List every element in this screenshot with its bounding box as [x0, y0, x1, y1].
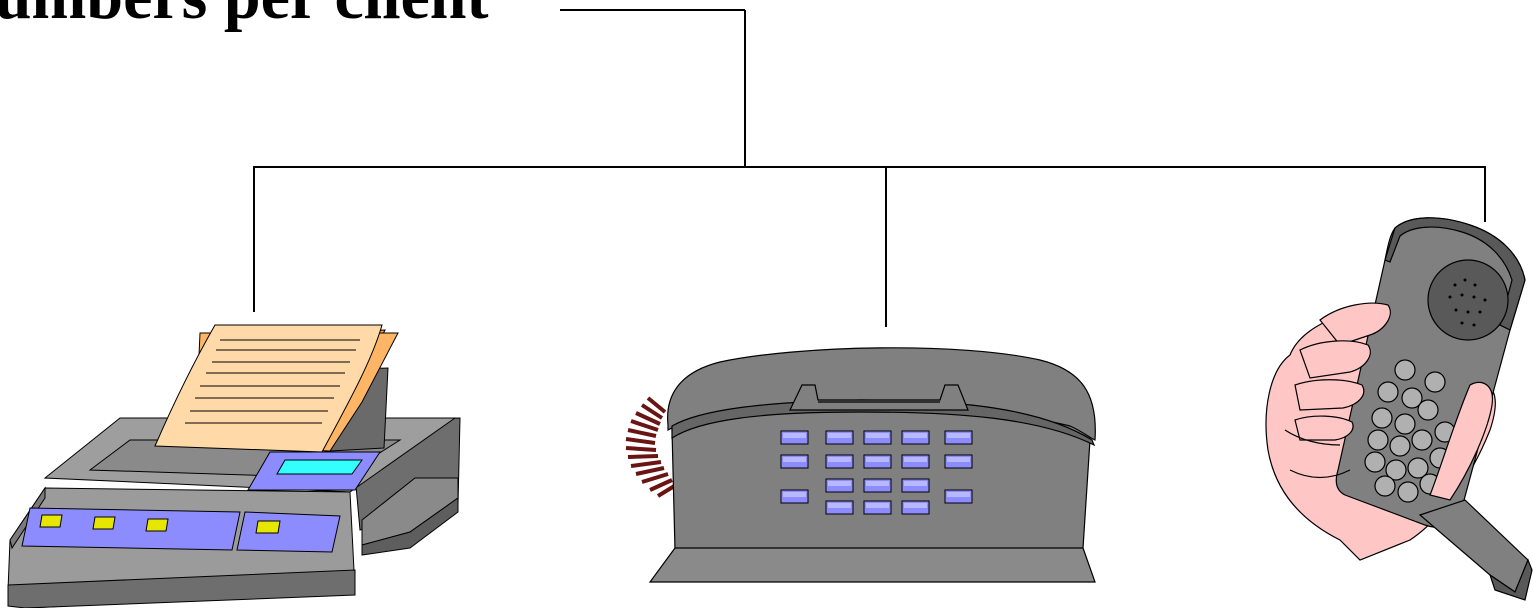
phone-cord [625, 396, 678, 498]
fax-machine-icon [7, 324, 461, 608]
connector-lines [253, 9, 1486, 327]
desk-telephone-icon [625, 347, 1096, 583]
page-title: numbers per client [0, 0, 488, 30]
cordless-handset-icon [1265, 217, 1533, 601]
